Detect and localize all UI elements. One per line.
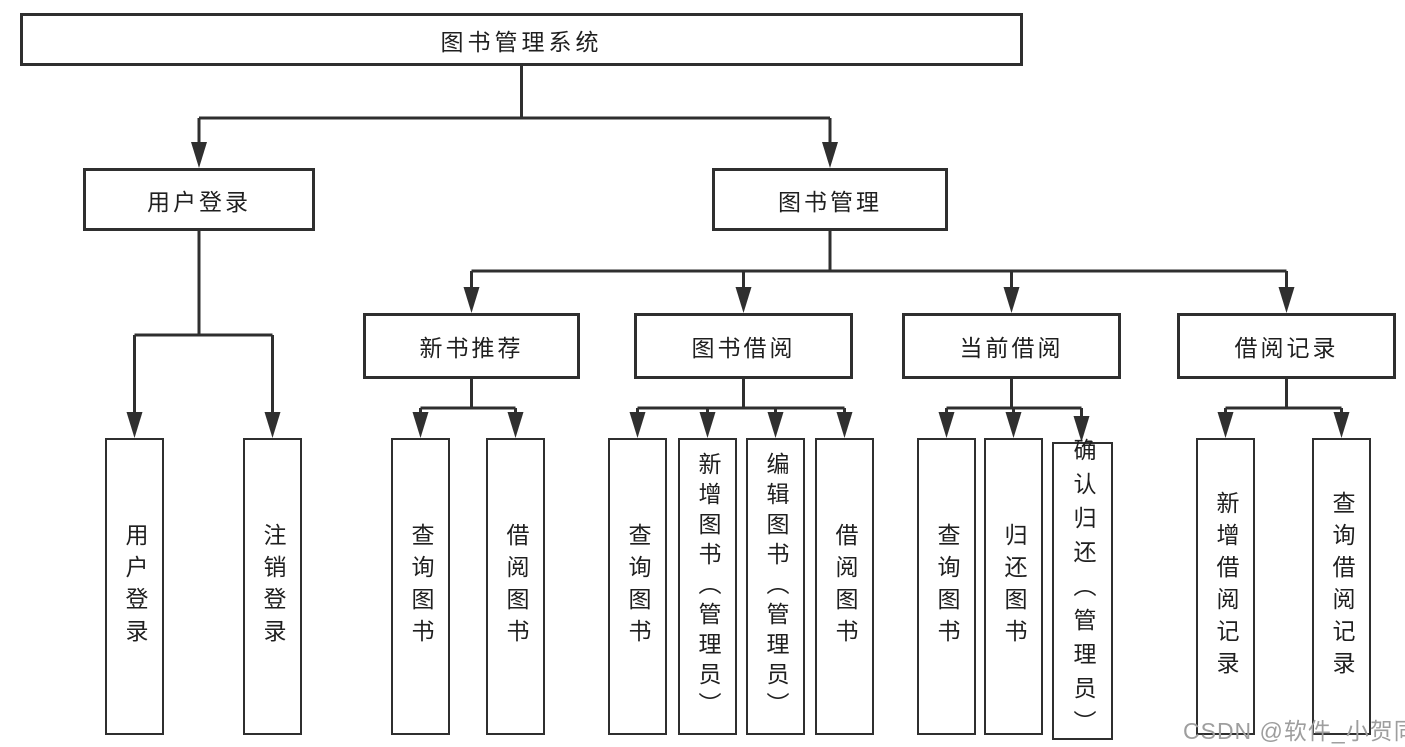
leaf-borrow-query-book-label: 查询图书 [625, 522, 651, 651]
leaf-add-book-admin-label: 新增图书（管理员） [695, 451, 721, 722]
node-borrowing-records: 借阅记录 [1177, 313, 1396, 379]
arrowhead-icon [1073, 416, 1090, 442]
arrowhead-icon [507, 412, 524, 438]
node-new-book-recommendation-label: 新书推荐 [419, 335, 524, 361]
leaf-query-borrow-record: 查询借阅记录 [1312, 438, 1371, 735]
arrowhead-icon [1278, 287, 1295, 313]
leaf-user-login-label: 用户登录 [122, 522, 148, 651]
node-user-login-label: 用户登录 [147, 188, 251, 215]
leaf-logout-label: 注销登录 [260, 522, 286, 651]
node-root: 图书管理系统 [20, 13, 1023, 66]
leaf-recommend-borrow-book: 借阅图书 [486, 438, 545, 735]
leaf-return-book-label: 归还图书 [1001, 522, 1027, 651]
leaf-recommend-borrow-book-label: 借阅图书 [503, 522, 529, 651]
leaf-edit-book-admin: 编辑图书（管理员） [746, 438, 805, 735]
arrowhead-icon [1217, 412, 1234, 438]
arrowhead-icon [836, 412, 853, 438]
leaf-borrow-book-label: 借阅图书 [832, 522, 858, 651]
arrowhead-icon [699, 412, 716, 438]
leaf-current-query-book: 查询图书 [917, 438, 976, 735]
watermark-text: CSDN @软件_小贺同学 [1183, 718, 1405, 744]
leaf-query-borrow-record-label: 查询借阅记录 [1329, 490, 1355, 683]
arrowhead-icon [629, 412, 646, 438]
node-new-book-recommendation: 新书推荐 [363, 313, 580, 379]
node-current-borrowing: 当前借阅 [902, 313, 1121, 379]
node-book-borrowing: 图书借阅 [634, 313, 853, 379]
leaf-confirm-return-admin-label: 确认归还（管理员） [1070, 438, 1096, 744]
node-book-borrowing-label: 图书借阅 [691, 335, 796, 361]
leaf-borrow-query-book: 查询图书 [608, 438, 667, 735]
connector-bookmgmt-to-level3 [463, 231, 1295, 313]
leaf-user-login: 用户登录 [105, 438, 164, 735]
leaf-current-query-book-label: 查询图书 [934, 522, 960, 651]
node-book-management: 图书管理 [712, 168, 948, 231]
node-user-login: 用户登录 [83, 168, 315, 231]
arrowhead-icon [412, 412, 429, 438]
arrowhead-icon [822, 142, 838, 168]
connector-records-to-leaves [1217, 379, 1350, 438]
arrowhead-icon [264, 412, 281, 438]
connector-root-to-level2 [191, 66, 838, 168]
node-root-label: 图书管理系统 [440, 28, 603, 55]
leaf-logout: 注销登录 [243, 438, 302, 735]
arrowhead-icon [126, 412, 143, 438]
leaf-recommend-query-book: 查询图书 [391, 438, 450, 735]
arrowhead-icon [1005, 412, 1022, 438]
leaf-add-book-admin: 新增图书（管理员） [678, 438, 737, 735]
leaf-recommend-query-book-label: 查询图书 [408, 522, 434, 651]
connector-recommend-to-leaves [412, 379, 524, 438]
arrowhead-icon [191, 142, 207, 168]
arrowhead-icon [1003, 287, 1020, 313]
leaf-edit-book-admin-label: 编辑图书（管理员） [763, 451, 789, 722]
arrowhead-icon [938, 412, 955, 438]
leaf-return-book: 归还图书 [984, 438, 1043, 735]
node-current-borrowing-label: 当前借阅 [959, 335, 1064, 361]
node-borrowing-records-label: 借阅记录 [1234, 335, 1339, 361]
connector-borrow-to-leaves [629, 379, 853, 438]
node-book-management-label: 图书管理 [778, 188, 882, 215]
arrowhead-icon [767, 412, 784, 438]
connector-current-to-leaves [938, 379, 1090, 442]
arrowhead-icon [1333, 412, 1350, 438]
connector-userlogin-to-leaves [126, 231, 281, 438]
leaf-add-borrow-record-label: 新增借阅记录 [1213, 490, 1239, 683]
leaf-borrow-book: 借阅图书 [815, 438, 874, 735]
arrowhead-icon [735, 287, 752, 313]
arrowhead-icon [463, 287, 480, 313]
leaf-confirm-return-admin: 确认归还（管理员） [1052, 438, 1113, 744]
leaf-add-borrow-record: 新增借阅记录 [1196, 438, 1255, 735]
